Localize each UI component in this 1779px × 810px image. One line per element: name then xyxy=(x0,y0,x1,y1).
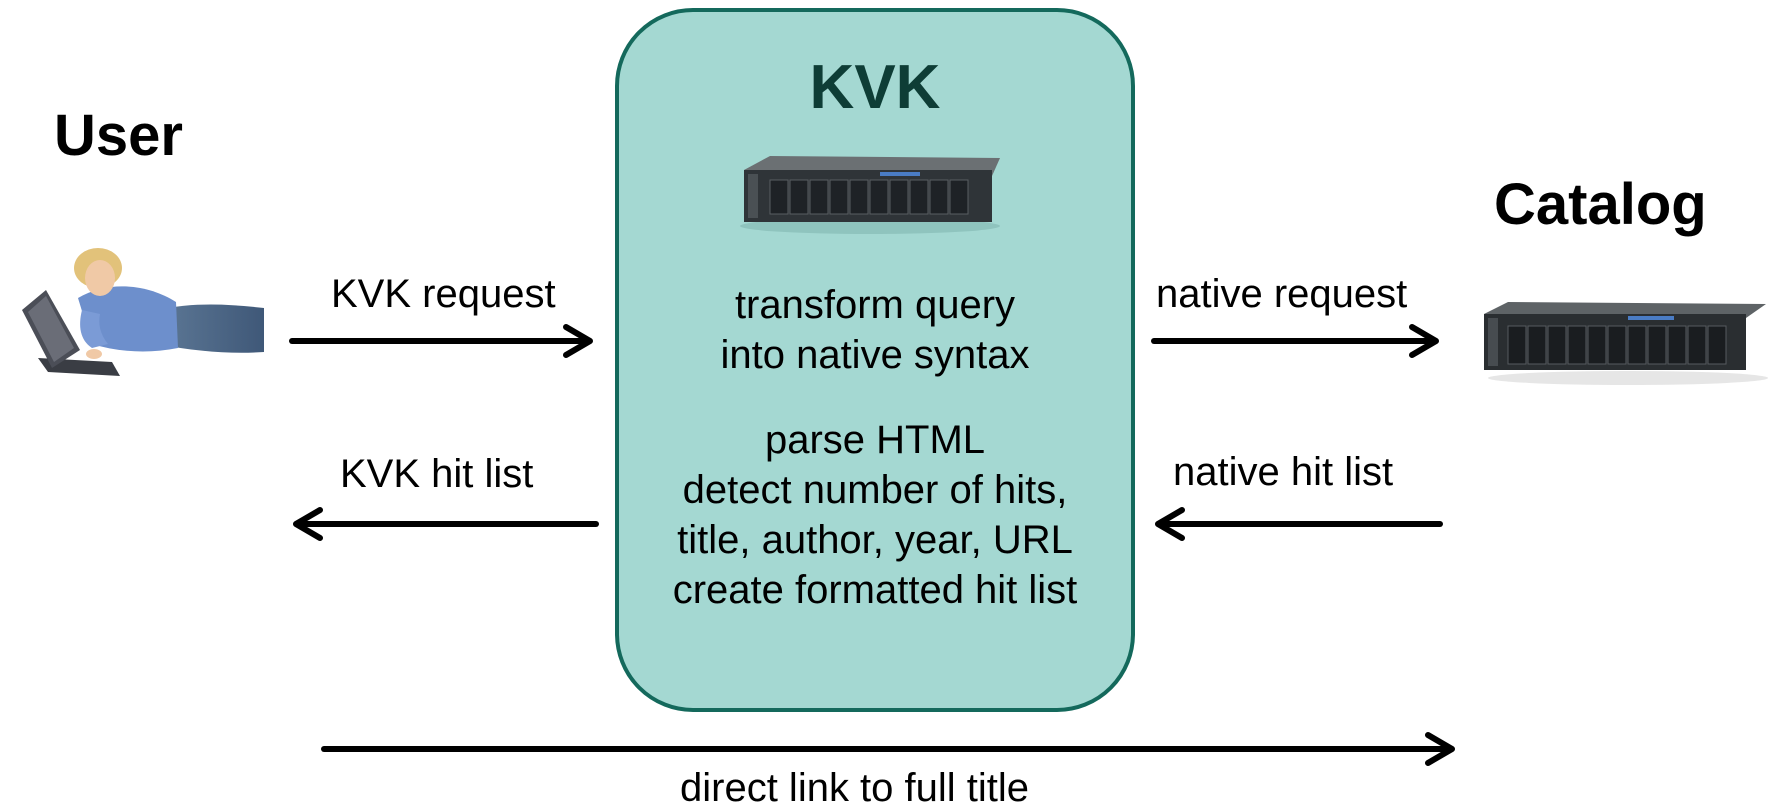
catalog-server-icon xyxy=(1484,302,1768,385)
parse-html-text: parse HTML detect number of hits, title,… xyxy=(672,418,1078,612)
native-request-arrow xyxy=(1151,324,1439,358)
kvk-request-arrow xyxy=(289,324,593,358)
direct-link-arrow xyxy=(321,732,1455,766)
kvk-request-label: KVK request xyxy=(331,272,556,316)
user-heading: User xyxy=(54,103,183,168)
native-request-label: native request xyxy=(1156,272,1408,316)
user-laptop-illustration xyxy=(22,248,264,376)
direct-link-label: direct link to full title xyxy=(680,766,1030,810)
native-hit-list-arrow xyxy=(1155,507,1443,541)
kvk-hit-list-arrow xyxy=(293,507,599,541)
kvk-hit-list-label: KVK hit list xyxy=(340,452,534,496)
native-hit-list-label: native hit list xyxy=(1173,450,1394,494)
kvk-box xyxy=(615,8,1135,712)
kvk-server-icon xyxy=(740,156,1000,234)
transform-query-text: transform query into native syntax xyxy=(720,283,1030,377)
catalog-heading: Catalog xyxy=(1494,172,1707,237)
kvk-title: KVK xyxy=(809,53,941,122)
